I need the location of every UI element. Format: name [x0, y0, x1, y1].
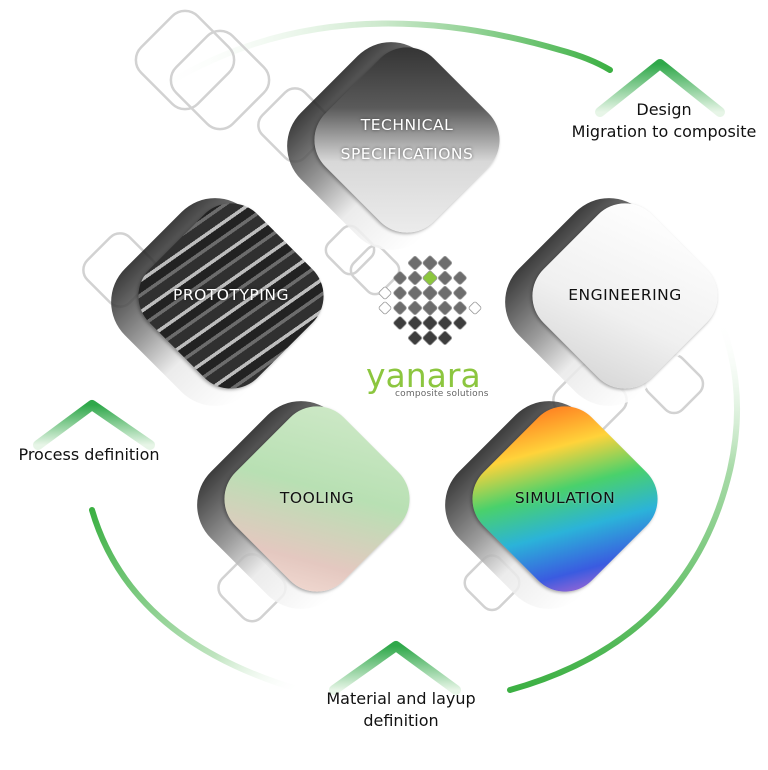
tile-label-prototyping: PROTOTYPING [122, 207, 340, 385]
phase-process: Process definition [6, 444, 172, 466]
logo-mosaic-tile [422, 285, 438, 301]
logo-mosaic-tile [438, 256, 452, 270]
cycle-arc-right [507, 317, 741, 693]
tile-label-line: TECHNICAL [360, 115, 454, 134]
logo-mosaic-tile [438, 331, 452, 345]
tile-engineering[interactable]: ENGINEERING [485, 178, 734, 426]
tile-label-technical: TECHNICAL SPECIFICATIONS [298, 51, 516, 229]
logo-mosaic-tile [408, 301, 422, 315]
cycle-arc-top [147, 20, 613, 98]
tile-technical-specifications[interactable]: TECHNICAL SPECIFICATIONS [267, 22, 516, 270]
logo-mark [378, 255, 482, 346]
tile-tooling[interactable]: TOOLING [177, 381, 426, 629]
phase-line: Design [636, 100, 692, 119]
logo-mosaic-tile [438, 316, 452, 330]
logo-wordmark: yanara [366, 356, 481, 395]
logo-mosaic-tile [393, 301, 407, 315]
logo-mosaic-tile [408, 316, 422, 330]
logo-mosaic-tile [378, 301, 392, 315]
logo-mosaic-tile [453, 316, 467, 330]
logo-mosaic-tile [408, 271, 422, 285]
logo-mosaic-tile [453, 301, 467, 315]
phase-line: Material and layup [326, 689, 476, 708]
logo-mosaic-tile [438, 286, 452, 300]
logo-mosaic-tile [393, 271, 407, 285]
tile-simulation[interactable]: SIMULATION [425, 381, 674, 629]
phase-line: definition [363, 711, 439, 731]
chevron-icon-design [595, 59, 725, 117]
phase-material: Material and layup definition [306, 688, 496, 733]
logo-mosaic-tile [378, 286, 392, 300]
tile-label-line: PROTOTYPING [173, 286, 289, 305]
logo-mosaic-tile [422, 270, 438, 286]
tile-label-engineering: ENGINEERING [516, 207, 734, 385]
cycle-arc-left [89, 507, 303, 693]
logo-mosaic-tile [422, 315, 438, 331]
tile-prototyping[interactable]: PROTOTYPING [91, 178, 340, 426]
phase-line: Process definition [18, 445, 160, 464]
logo-mosaic-tile [438, 271, 452, 285]
tile-label-line: ENGINEERING [568, 286, 682, 305]
logo-mosaic-tile [393, 316, 407, 330]
outline-square [169, 29, 271, 131]
logo-mosaic-tile [438, 301, 452, 315]
tile-label-line: SPECIFICATIONS [340, 145, 474, 163]
logo-mosaic-tile [408, 256, 422, 270]
phase-design: Design Migration to composite [560, 99, 768, 144]
tile-label-simulation: SIMULATION [456, 410, 674, 588]
logo-mosaic-tile [408, 331, 422, 345]
logo-mosaic-tile [422, 330, 438, 346]
tile-label-line: TOOLING [279, 489, 355, 508]
outline-square [349, 244, 401, 296]
logo-mosaic-tile [453, 271, 467, 285]
tile-label-tooling: TOOLING [208, 410, 426, 588]
logo-mosaic-tile [468, 301, 482, 315]
tile-label-line: SIMULATION [514, 489, 616, 508]
logo-mosaic-tile [422, 255, 438, 271]
logo-mosaic-tile [422, 300, 438, 316]
logo-mosaic-tile [408, 286, 422, 300]
logo-tagline: composite solutions [395, 389, 489, 399]
logo-mosaic-tile [393, 286, 407, 300]
chevron-icon-material [329, 641, 461, 695]
phase-line: Migration to composite [571, 122, 757, 142]
chevron-icon-process [33, 400, 155, 450]
logo-mosaic-tile [453, 286, 467, 300]
